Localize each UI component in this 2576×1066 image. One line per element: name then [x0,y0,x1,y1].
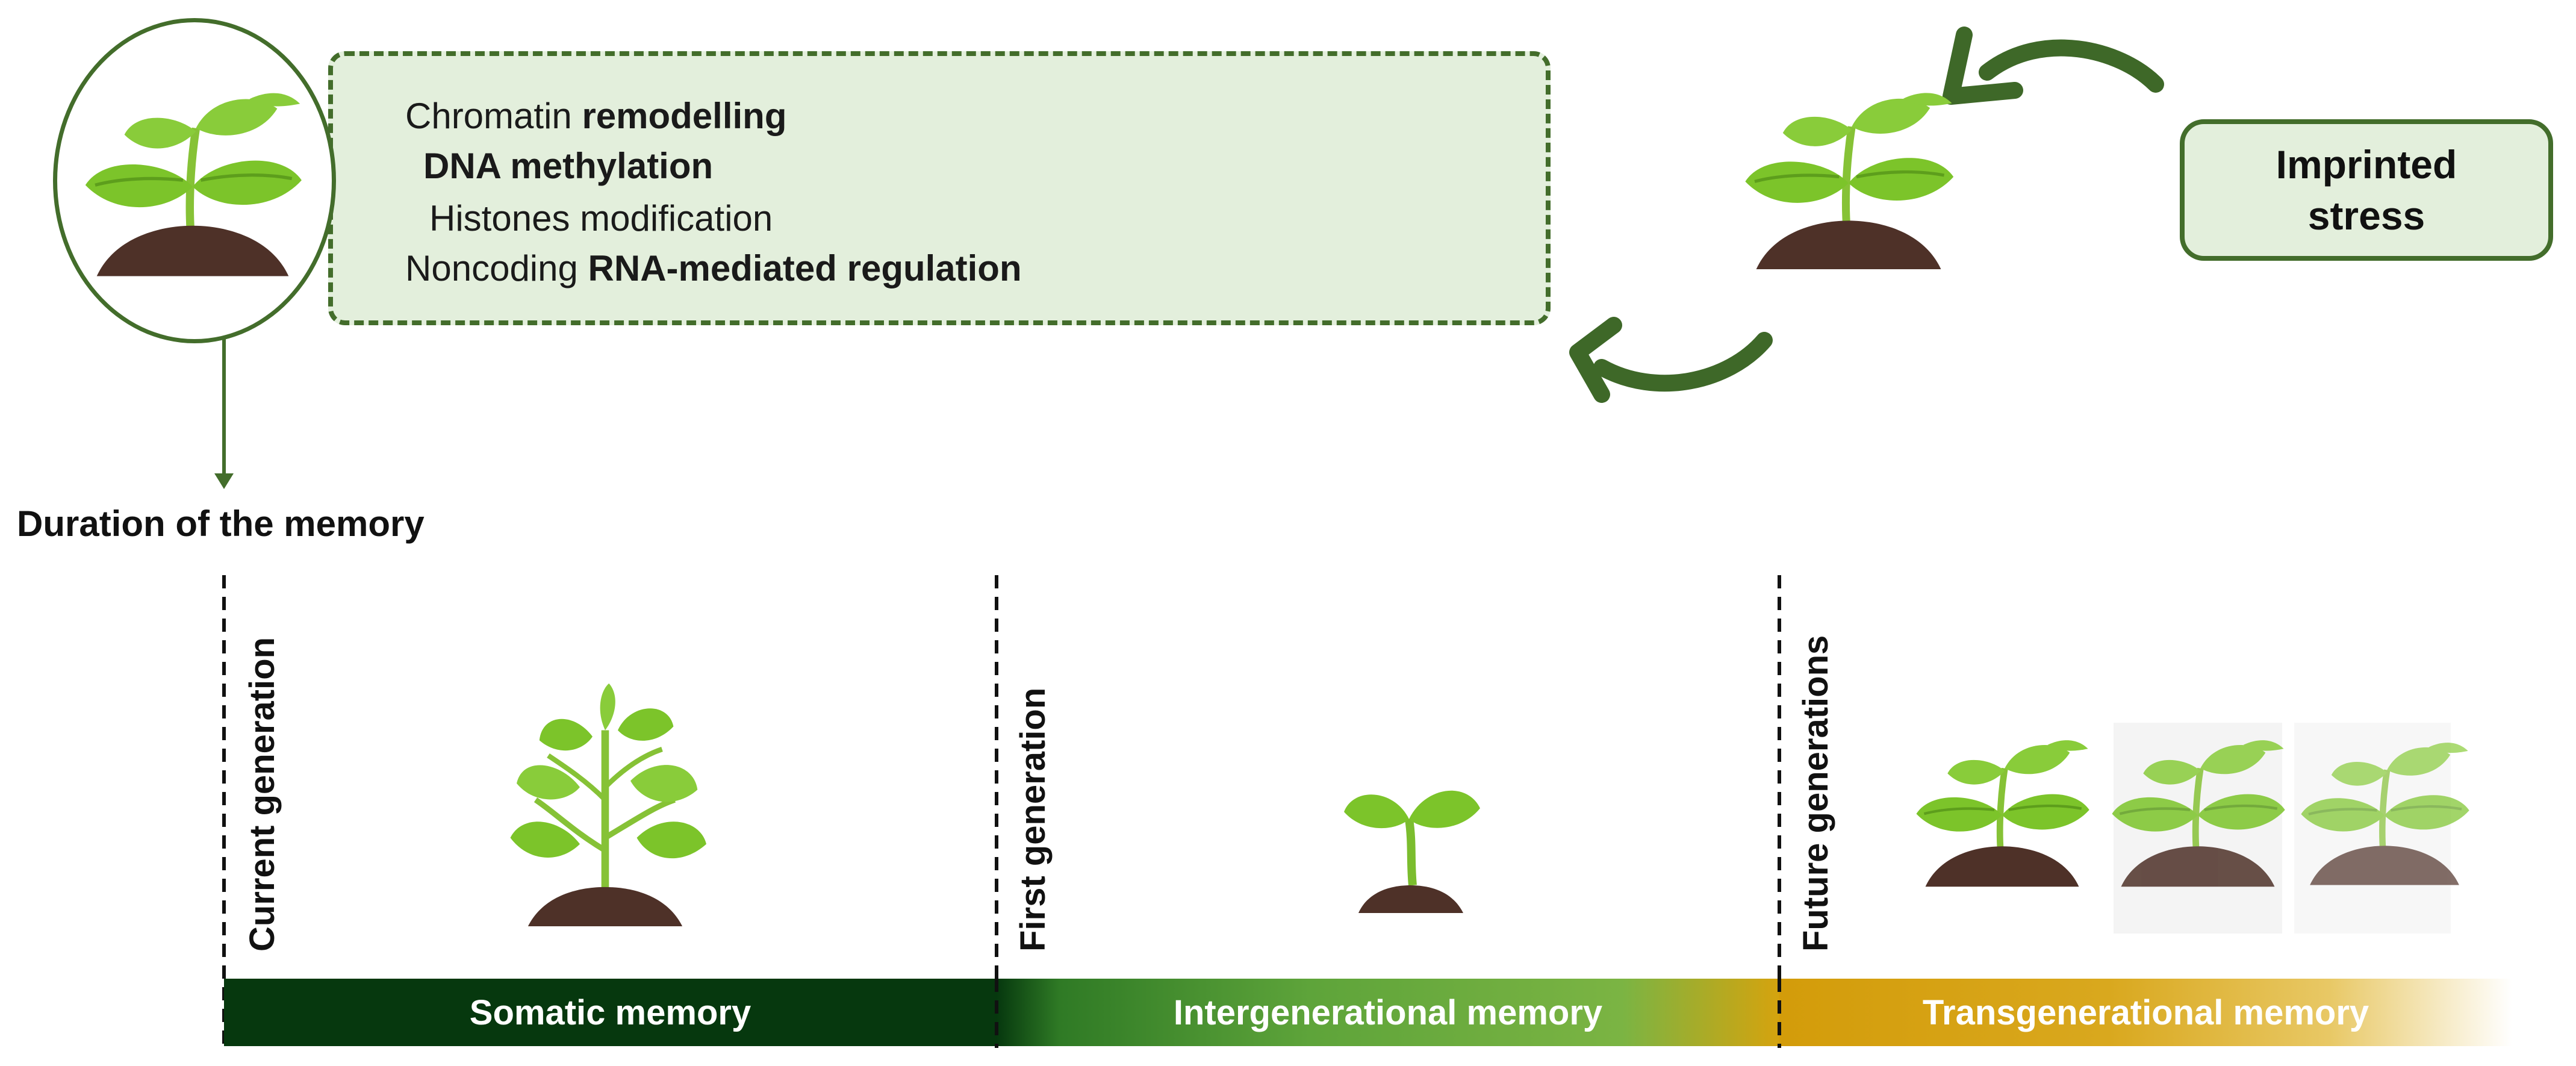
first-generation-label: First generation [1013,687,1053,952]
plant-icon [57,22,332,339]
plant-circle [53,18,336,343]
bushy-plant-icon [511,684,707,926]
mechanism-box: Chromatin remodelling DNA methylation Hi… [328,51,1551,325]
memory-bar: Somatic memory Intergenerational memory … [224,979,2512,1046]
stress-label: stress [2307,193,2425,238]
curved-arrow-icon [1943,26,2164,105]
mechanism-histones: Histones modification [429,198,773,238]
imprinted-label: Imprinted [2276,142,2457,187]
imprinted-stress-box: Imprinted stress [2180,119,2553,261]
duration-label: Duration of the memory [17,503,425,544]
seedling-icon [1344,791,1480,913]
mechanism-dna-methylation: DNA methylation [423,146,714,186]
somatic-memory-segment: Somatic memory [224,979,997,1046]
mechanism-noncoding-rna: Noncoding RNA-mediated regulation [405,248,1022,288]
plant-icon [1745,93,1953,269]
transgenerational-memory-segment: Transgenerational memory [1779,979,2512,1046]
mechanism-chromatin: Chromatin remodelling [405,96,787,136]
plant-icon [1916,740,2089,887]
intergenerational-memory-segment: Intergenerational memory [997,979,1779,1046]
curved-arrow-icon [1569,317,1773,403]
down-arrow-icon [214,473,234,489]
current-generation-label: Current generation [243,637,282,952]
future-generations-label: Future generations [1796,635,1835,952]
